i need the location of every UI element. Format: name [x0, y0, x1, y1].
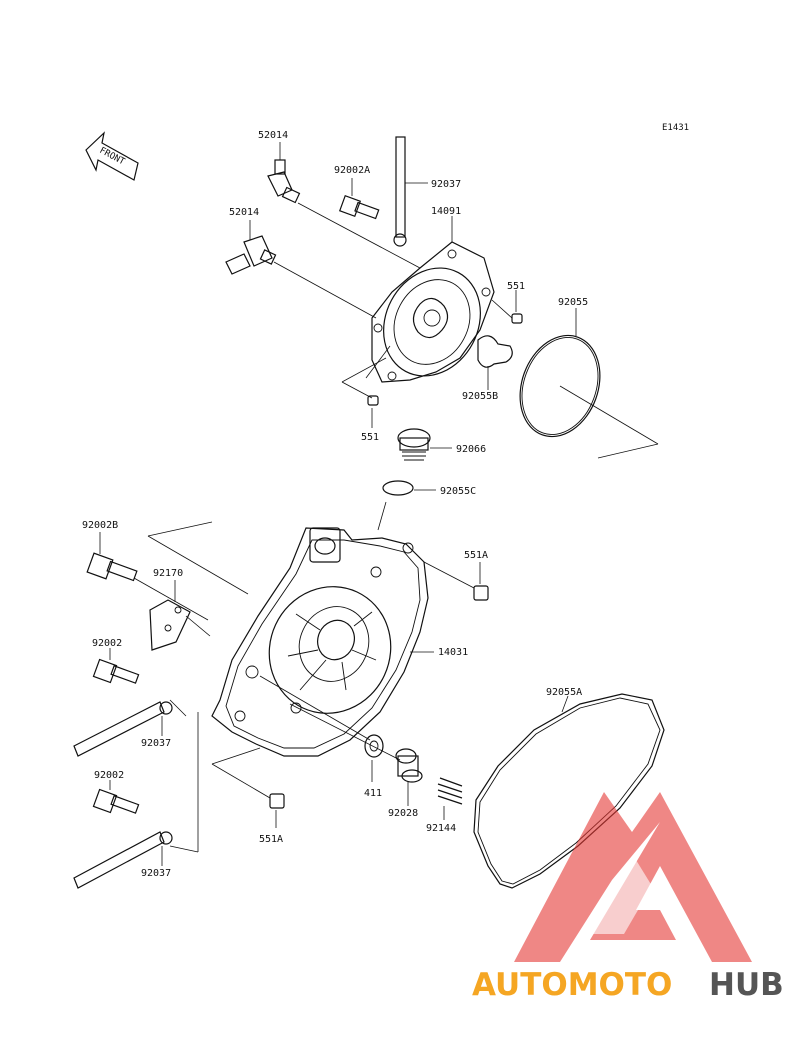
label-551-lower: 551 [361, 432, 379, 443]
long-bolt-92037-top [393, 136, 428, 247]
bolt-92002-a [92, 648, 140, 684]
label-92055B: 92055B [462, 391, 498, 402]
label-52014-top: 52014 [258, 130, 288, 141]
label-92055A: 92055A [546, 687, 582, 698]
oring-92055 [519, 308, 601, 438]
bolt-92002-b [92, 780, 140, 814]
watermark-text: AUTOMOTO HUB [472, 967, 784, 1003]
label-92002B: 92002B [82, 520, 118, 531]
fitting-52014-mid [225, 220, 277, 275]
leader-lines-lower [133, 521, 475, 852]
label-551A-bottom: 551A [259, 834, 283, 845]
oring-92055A [473, 693, 665, 889]
label-92037-bottom: 92037 [141, 868, 171, 879]
collar-92028 [395, 748, 423, 806]
pin-551-lower [367, 395, 379, 428]
label-551-upper: 551 [507, 281, 525, 292]
label-92170: 92170 [153, 568, 183, 579]
long-bolt-92037-mid [73, 699, 187, 757]
label-52014-mid: 52014 [229, 207, 259, 218]
long-bolt-92037-bottom [73, 831, 199, 889]
part-labels: 52014 92002A 92037 14091 52014 551 92055… [82, 130, 588, 879]
pin-551A-bottom [269, 793, 285, 828]
watermark-part2: HUB [709, 967, 784, 1003]
front-arrow-icon: FRONT [85, 131, 139, 181]
pump-cover-14091 [371, 216, 495, 383]
label-92002-a: 92002 [92, 638, 122, 649]
pin-551A-right [473, 562, 489, 601]
washer-411 [364, 734, 384, 782]
fitting-52014-top [267, 142, 301, 204]
spring-92144 [437, 777, 463, 820]
label-92055C: 92055C [440, 486, 476, 497]
label-92002A: 92002A [334, 165, 370, 176]
bolt-92002B [86, 532, 138, 582]
label-92066: 92066 [456, 444, 486, 455]
automotohub-logo-icon [514, 792, 752, 962]
diagram-code: E1431 [662, 123, 689, 133]
label-92037-mid: 92037 [141, 738, 171, 749]
pin-551-upper [511, 290, 523, 324]
plug-92066 [397, 428, 452, 461]
oring-92055C [382, 480, 436, 496]
label-411: 411 [364, 788, 382, 799]
label-92002-b: 92002 [94, 770, 124, 781]
label-14031: 14031 [438, 647, 468, 658]
pump-housing-14031 [211, 527, 434, 757]
label-92037-top: 92037 [431, 179, 461, 190]
label-92028: 92028 [388, 808, 418, 819]
seal-92055B [477, 335, 513, 390]
leader-lines-upper [273, 202, 659, 531]
bolt-92002A [338, 178, 380, 220]
label-14091: 14091 [431, 206, 461, 217]
label-92055: 92055 [558, 297, 588, 308]
watermark-part1: AUTOMOTO [472, 967, 672, 1003]
label-551A-right: 551A [464, 550, 488, 561]
label-92144: 92144 [426, 823, 456, 834]
stay-92170 [149, 580, 191, 651]
